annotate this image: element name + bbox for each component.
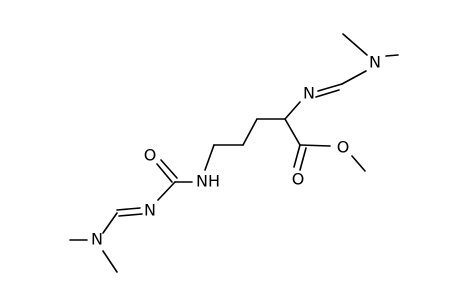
atom-label-nh-amide: NH bbox=[196, 172, 220, 191]
bond-alpha-to-ester-carbon bbox=[284, 118, 301, 146]
atom-label-o-ester-single: O bbox=[337, 138, 350, 157]
bond-methyl-bottom-right bbox=[102, 250, 118, 273]
atom-label-n-dimethylamino-bottom: N bbox=[91, 230, 103, 249]
bond-urea-carbonyl-double-a bbox=[156, 163, 173, 183]
bond-amidine-double-top-a bbox=[317, 83, 343, 92]
atom-label-n-imine-top: N bbox=[303, 84, 315, 103]
bond-methyl-top-left bbox=[342, 33, 368, 56]
bond-imine-n-to-alpha-carbon bbox=[284, 101, 301, 120]
atom-label-o-urea-carbonyl: O bbox=[144, 146, 157, 165]
bond-ester-carbonyl-double-b bbox=[299, 147, 307, 171]
atom-label-o-ester-carbonyl: O bbox=[292, 170, 305, 189]
bond-ester-carbon-to-o bbox=[299, 144, 331, 147]
bond-amidine-double-top-b bbox=[315, 89, 340, 98]
bond-n-to-amidine-carbon-top bbox=[341, 70, 367, 85]
bond-amidine-carbon-to-n-bottom bbox=[102, 212, 118, 234]
atom-label-n-imine-bottom: N bbox=[144, 201, 156, 220]
bond-beta-to-gamma bbox=[242, 118, 258, 146]
bond-urea-carbon-to-n bbox=[157, 181, 176, 201]
atom-label-n-dimethylamino-top: N bbox=[369, 53, 381, 72]
bond-delta-to-nh bbox=[204, 144, 215, 171]
bond-methyl-top-right bbox=[385, 54, 399, 57]
bond-n-to-amidine-carbon-bottom-a bbox=[116, 207, 141, 211]
bond-n-to-amidine-carbon-bottom-b bbox=[118, 213, 143, 217]
bond-urea-carbonyl-double-b bbox=[160, 159, 178, 179]
bond-ester-o-to-methyl bbox=[351, 155, 366, 172]
bond-ester-carbonyl-double-a bbox=[293, 144, 301, 168]
